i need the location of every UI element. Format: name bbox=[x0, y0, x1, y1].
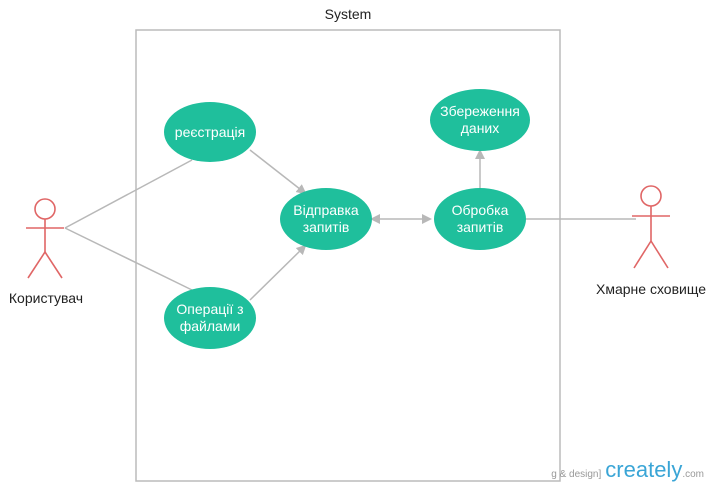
file-ops-text-line1: Операції з bbox=[176, 301, 244, 317]
use-case-send-requests bbox=[280, 188, 372, 250]
system-boundary bbox=[135, 29, 561, 482]
use-case-send-requests-label: Відправка запитів bbox=[280, 188, 372, 250]
creately-logo: creately bbox=[605, 457, 683, 482]
use-case-file-operations-label: Операції з файлами bbox=[164, 287, 256, 349]
creately-watermark: g & design] creately .com bbox=[551, 457, 704, 483]
process-text-line1: Обробка bbox=[451, 202, 509, 218]
send-text-line1: Відправка bbox=[293, 202, 359, 218]
file-ops-text-line2: файлами bbox=[179, 318, 241, 334]
use-case-process-requests-label: Обробка запитів bbox=[434, 188, 526, 250]
use-case-process-requests bbox=[434, 188, 526, 250]
registration-text: реєстрація bbox=[174, 123, 246, 140]
watermark-left-text: g & design] bbox=[551, 469, 602, 480]
actor-user-icon bbox=[26, 198, 64, 279]
store-text-line1: Збереження bbox=[440, 103, 520, 119]
actor-cloud-storage-icon bbox=[632, 185, 670, 269]
actor-user-label: Користувач bbox=[8, 290, 84, 306]
connector-registration-send bbox=[249, 149, 307, 195]
use-case-registration bbox=[164, 102, 256, 162]
watermark-suffix: .com bbox=[682, 469, 704, 480]
store-text-line2: даних bbox=[460, 120, 500, 136]
connector-user-file-ops bbox=[64, 227, 193, 291]
actor-cloud-storage-label: Хмарне сховище bbox=[596, 281, 706, 297]
use-case-file-operations bbox=[164, 287, 256, 349]
use-case-store-data-label: Збереження даних bbox=[430, 89, 530, 151]
use-case-store-data bbox=[430, 89, 530, 151]
connector-file-ops-send bbox=[249, 244, 307, 301]
process-text-line2: запитів bbox=[456, 219, 504, 235]
connector-user-registration bbox=[64, 159, 193, 229]
send-text-line2: запитів bbox=[302, 219, 350, 235]
system-label: System bbox=[324, 6, 372, 22]
use-case-registration-label: реєстрація bbox=[164, 102, 256, 162]
